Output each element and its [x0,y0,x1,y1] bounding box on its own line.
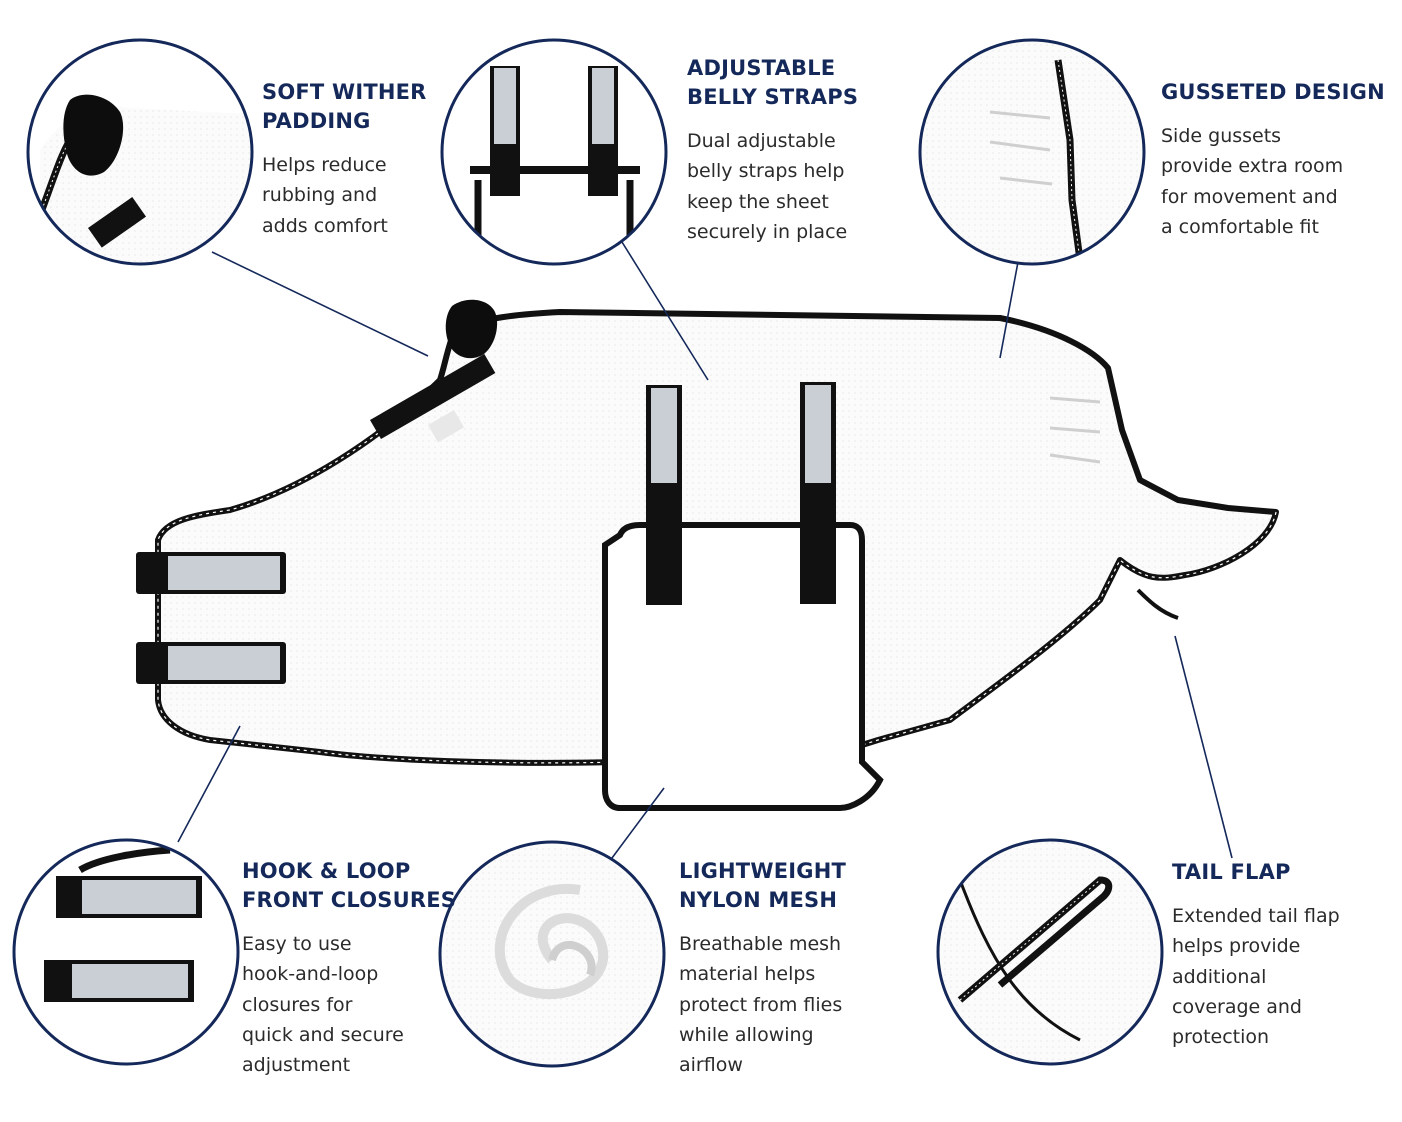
feature-description: Breathable mesh material helps protect f… [679,933,843,1077]
feature-wither: SOFT WITHER PADDING Helps reduce rubbing… [262,78,427,241]
belly-detail-circle [440,38,668,266]
feature-title: HOOK & LOOP FRONT CLOSURES [242,859,457,912]
feature-title: TAIL FLAP [1172,860,1291,884]
feature-description: Extended tail flap helps provide additio… [1172,905,1340,1049]
leader-lines [177,241,1233,859]
feature-tail-flap: TAIL FLAP Extended tail flap helps provi… [1172,858,1340,1052]
mesh-detail-circle [438,840,666,1068]
side-gusset [1049,396,1101,464]
feature-description: Side gussets provide extra room for move… [1161,125,1344,238]
gusset-detail-circle [918,38,1146,266]
feature-nylon-mesh: LIGHTWEIGHT NYLON MESH Breathable mesh m… [679,857,846,1080]
tail-detail-circle [936,838,1164,1066]
wither-pad [445,299,498,359]
binding-stitch [157,379,1277,764]
feature-title: GUSSETED DESIGN [1161,80,1385,104]
fly-sheet-illustration [136,299,1279,811]
closure-detail-circle [12,838,240,1066]
feature-title: LIGHTWEIGHT NYLON MESH [679,859,846,912]
feature-description: Dual adjustable belly straps help keep t… [687,130,848,243]
feature-description: Helps reduce rubbing and adds comfort [262,154,388,237]
neck-strap [370,354,496,443]
feature-title: ADJUSTABLE BELLY STRAPS [687,56,859,109]
wither-detail-circle [26,38,254,266]
feature-belly-straps: ADJUSTABLE BELLY STRAPS Dual adjustable … [687,54,858,247]
feature-description: Easy to use hook-and-loop closures for q… [242,933,404,1077]
feature-front-closures: HOOK & LOOP FRONT CLOSURES Easy to use h… [242,857,456,1080]
feature-title: SOFT WITHER PADDING [262,80,427,133]
feature-gusset: GUSSETED DESIGN Side gussets provide ext… [1161,78,1385,242]
tail-cord [1136,588,1179,620]
belly-straps [646,382,836,605]
front-closures [136,552,286,684]
